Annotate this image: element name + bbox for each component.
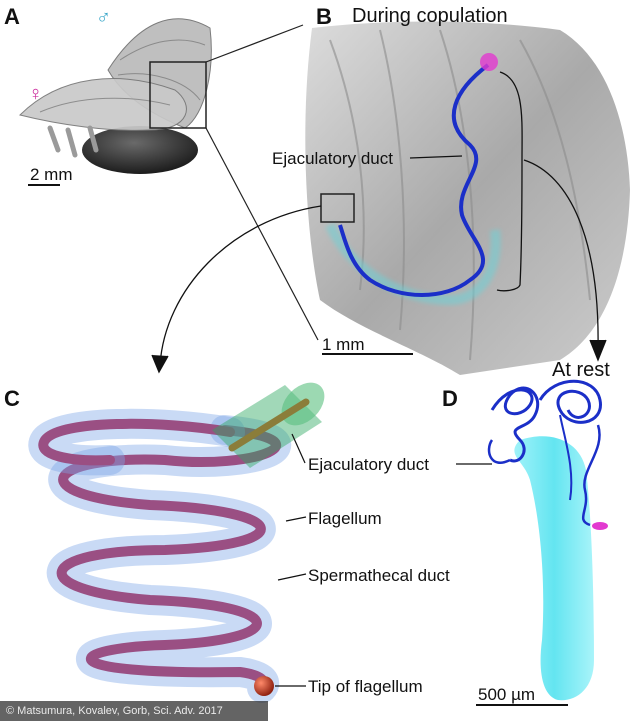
ejaculatory-duct-label-c: Ejaculatory duct (308, 455, 429, 474)
male-symbol: ♂ (96, 7, 111, 29)
scale-label-a: 2 mm (30, 165, 73, 184)
scale-label-d: 500 µm (478, 685, 536, 704)
panel-letter-b: B (316, 4, 332, 29)
bracket-b (496, 71, 523, 292)
ejaculatory-duct-label-b: Ejaculatory duct (272, 149, 393, 168)
zoom-box-a (149, 61, 207, 129)
panel-b-scan (151, 21, 630, 375)
panel-letter-a: A (4, 4, 20, 29)
panel-d-rest (456, 379, 608, 706)
panel-c-coil (28, 382, 325, 703)
flagellum-tube (56, 425, 282, 693)
egg-shape (82, 126, 198, 174)
panel-letter-c: C (4, 386, 20, 411)
panel-letter-d: D (442, 386, 458, 411)
ejaculatory-duct-b (338, 63, 490, 297)
ejaculatory-duct-d (490, 386, 540, 463)
spermathecal-duct-label: Spermathecal duct (308, 566, 450, 585)
credit-bar: © Matsumura, Kovalev, Gorb, Sci. Adv. 20… (0, 701, 268, 721)
flagellum-tip-label: Tip of flagellum (308, 677, 423, 696)
female-symbol: ♀ (28, 83, 43, 105)
female-insect (19, 78, 187, 131)
panel-title-b: During copulation (352, 5, 508, 27)
scale-label-b: 1 mm (322, 335, 365, 354)
flagellum-label: Flagellum (308, 509, 382, 528)
cyan-body (514, 436, 594, 701)
flagellum-tip (254, 676, 274, 696)
panel-a-insects (19, 18, 319, 341)
panel-title-d: At rest (552, 359, 610, 381)
zoom-box-b (320, 193, 355, 223)
